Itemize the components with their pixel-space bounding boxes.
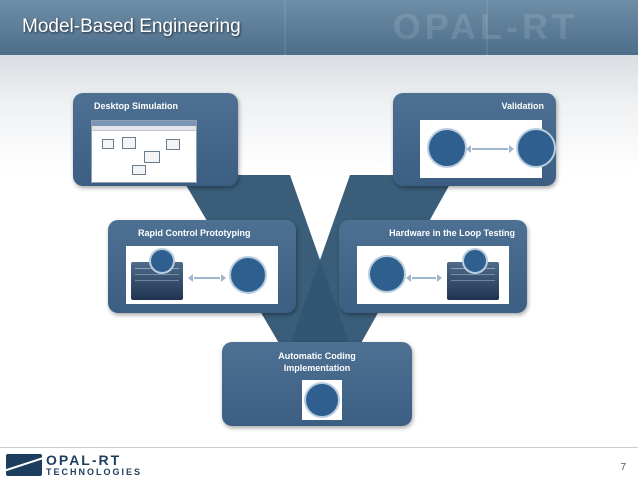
stage-label-line2: Implementation — [283, 363, 351, 373]
window-titlebar — [92, 121, 196, 126]
slide-header: OPAL-RT Model-Based Engineering — [0, 0, 638, 55]
motor-icon — [229, 256, 267, 294]
controller-icon — [304, 382, 340, 418]
bidirectional-arrow-icon — [466, 145, 514, 153]
stage-label: Validation — [501, 101, 544, 111]
logo-text-primary: OPAL-RT — [46, 452, 122, 468]
controller-icon — [149, 248, 175, 274]
motor-icon — [516, 128, 556, 168]
opal-rt-logo: OPAL-RT TECHNOLOGIES — [6, 452, 146, 478]
stage-label: Hardware in the Loop Testing — [389, 228, 515, 238]
header-watermark-frame — [284, 0, 488, 55]
window-toolbar — [92, 126, 196, 131]
stage-label-line1: Automatic Coding — [278, 351, 356, 361]
bidirectional-arrow-icon — [406, 274, 442, 282]
bidirectional-arrow-icon — [188, 274, 226, 282]
stage-label: Rapid Control Prototyping — [138, 228, 251, 238]
motor-icon — [462, 248, 488, 274]
logo-text-secondary: TECHNOLOGIES — [46, 467, 143, 477]
model-block — [132, 165, 146, 175]
controller-icon — [427, 128, 467, 168]
controller-icon — [368, 255, 406, 293]
model-block — [102, 139, 114, 149]
logo-mark-icon — [6, 454, 42, 476]
page-number: 7 — [620, 462, 626, 473]
slide-title: Model-Based Engineering — [22, 16, 241, 37]
model-block — [122, 137, 136, 149]
model-block — [166, 139, 180, 150]
model-block — [144, 151, 160, 163]
simulink-screenshot-image — [91, 120, 197, 183]
header-watermark: OPAL-RT — [392, 6, 578, 47]
slide-footer: OPAL-RT TECHNOLOGIES 7 — [0, 447, 638, 480]
stage-label: Desktop Simulation — [94, 101, 179, 111]
